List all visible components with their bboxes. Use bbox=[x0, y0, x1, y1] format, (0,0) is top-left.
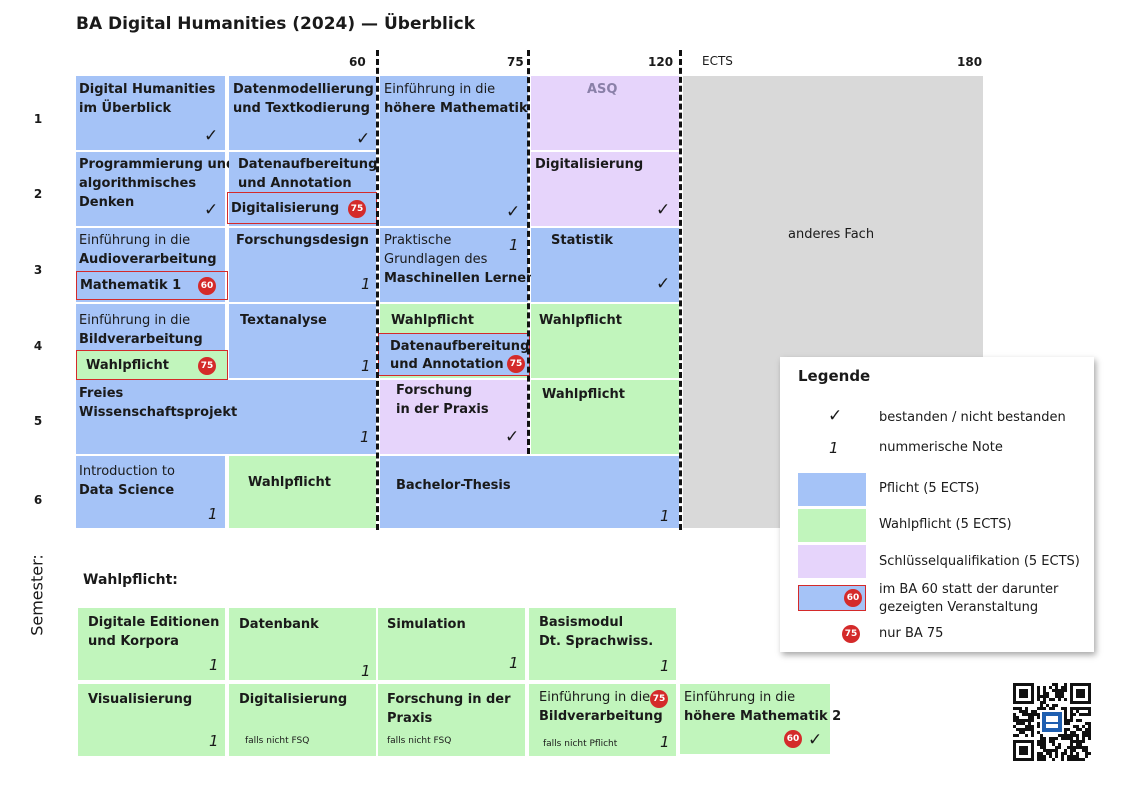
ba75-wahlpflicht[interactable]: Wahlpflicht 75 bbox=[76, 350, 228, 380]
semester-5: 5 bbox=[33, 414, 43, 428]
module-bachelor-thesis[interactable]: Bachelor-Thesis 1 bbox=[380, 456, 679, 528]
module-wahlpflicht-sem6[interactable]: Wahlpflicht bbox=[229, 456, 376, 528]
anderes-fach-label: anderes Fach bbox=[788, 227, 875, 242]
legend-ba60-line2: gezeigten Veranstaltung bbox=[879, 600, 1039, 615]
elective-simulation[interactable]: Simulation 1 bbox=[378, 608, 525, 680]
badge-75-icon: 75 bbox=[198, 357, 216, 375]
module-forschung-praxis[interactable]: Forschung in der Praxis ✓ bbox=[380, 380, 528, 454]
semester-1: 1 bbox=[33, 112, 43, 126]
legend-swatch-ba60: 60 bbox=[798, 585, 866, 611]
column-60-label: 60 bbox=[349, 55, 366, 69]
check-mark: ✓ bbox=[204, 126, 219, 146]
ba75-divider bbox=[527, 50, 530, 454]
legend-grade-text: nummerische Note bbox=[879, 440, 1003, 455]
semester-2: 2 bbox=[33, 187, 43, 201]
legend-swatch-pflicht bbox=[798, 473, 866, 506]
semester-6: 6 bbox=[33, 493, 43, 507]
badge-75-icon: 75 bbox=[507, 355, 525, 373]
wahlpflicht-heading: Wahlpflicht: bbox=[83, 572, 178, 588]
elective-datenbank[interactable]: Datenbank 1 bbox=[229, 608, 376, 680]
legend-swatch-wahlpflicht bbox=[798, 509, 866, 542]
module-freies-projekt[interactable]: Freies Wissenschaftsprojekt 1 bbox=[76, 380, 376, 454]
check-mark: ✓ bbox=[505, 427, 520, 447]
module-digitalisierung-asq[interactable]: Digitalisierung ✓ bbox=[531, 152, 679, 226]
elective-visualisierung[interactable]: Visualisierung 1 bbox=[78, 684, 225, 756]
legend-ba60-line1: im BA 60 statt der darunter bbox=[879, 582, 1059, 597]
module-dh-ueberblick[interactable]: Digital Humanities im Überblick ✓ bbox=[76, 76, 225, 150]
check-mark: ✓ bbox=[656, 274, 671, 294]
module-forschungsdesign[interactable]: Forschungsdesign 1 bbox=[229, 228, 376, 302]
legend-title: Legende bbox=[798, 367, 871, 385]
grade-mark: 1 bbox=[660, 733, 670, 751]
ba60-replacement-digitalisierung[interactable]: Digitalisierung 75 bbox=[227, 192, 377, 224]
module-wahlpflicht-120-sem5[interactable]: Wahlpflicht bbox=[531, 380, 679, 454]
grade-mark: 1 bbox=[209, 656, 219, 674]
badge-60-icon: 60 bbox=[198, 277, 216, 295]
module-datenmodellierung[interactable]: Datenmodellierung und Textkodierung ✓ bbox=[229, 76, 376, 150]
legend-ba75-text: nur BA 75 bbox=[879, 626, 944, 641]
legend-schluessel-text: Schlüsselqualifikation (5 ECTS) bbox=[879, 554, 1080, 569]
module-programmierung[interactable]: Programmierung und algorithmisches Denke… bbox=[76, 152, 235, 226]
legend: Legende ✓ bestanden / nicht bestanden 1 … bbox=[780, 357, 1094, 652]
ba60-replacement-datenaufbereitung[interactable]: Datenaufbereitung und Annotation 75 bbox=[378, 333, 530, 376]
ba60-divider bbox=[376, 50, 379, 530]
column-120-label: 120 bbox=[648, 55, 674, 69]
ects-label: ECTS bbox=[702, 54, 733, 68]
grade-mark: 1 bbox=[509, 654, 519, 672]
page-title: BA Digital Humanities (2024) — Überblick bbox=[76, 14, 476, 34]
elective-mathe2[interactable]: Einführung in die höhere Mathematik 2 60… bbox=[680, 684, 841, 754]
grade-mark: 1 bbox=[208, 505, 218, 523]
badge-75-icon: 75 bbox=[842, 625, 860, 643]
column-75-label: 75 bbox=[507, 55, 524, 69]
legend-pflicht-text: Pflicht (5 ECTS) bbox=[879, 481, 980, 496]
semester-4: 4 bbox=[33, 339, 43, 353]
semester-3: 3 bbox=[33, 263, 43, 277]
module-ml[interactable]: Praktische Grundlagen des Maschinellen L… bbox=[380, 228, 535, 302]
grade-mark: 1 bbox=[209, 732, 219, 750]
grade-mark: 1 bbox=[361, 662, 371, 680]
elective-forschung[interactable]: Forschung in der Praxis falls nicht FSQ bbox=[378, 684, 525, 756]
elective-editionen[interactable]: Digitale Editionen und Korpora 1 bbox=[78, 608, 225, 680]
badge-75-icon: 75 bbox=[348, 200, 366, 218]
elective-digitalisierung[interactable]: Digitalisierung falls nicht FSQ bbox=[229, 684, 376, 756]
grade-mark: 1 bbox=[361, 357, 371, 375]
grade-mark: 1 bbox=[361, 275, 371, 293]
column-180-label: 180 bbox=[957, 55, 983, 69]
elective-basismodul[interactable]: Basismodul Dt. Sprachwiss. 1 bbox=[529, 608, 676, 680]
ba120-divider bbox=[679, 50, 682, 530]
check-mark: ✓ bbox=[506, 202, 521, 222]
grade-mark: 1 bbox=[360, 428, 370, 446]
badge-60-icon: 60 bbox=[844, 589, 862, 607]
module-asq[interactable]: ASQ bbox=[531, 76, 679, 150]
module-einf-mathe[interactable]: Einführung in die höhere Mathematik ✓ bbox=[380, 76, 528, 226]
check-mark: ✓ bbox=[656, 200, 671, 220]
module-textanalyse[interactable]: Textanalyse 1 bbox=[229, 304, 376, 378]
qr-code-icon bbox=[1013, 683, 1091, 761]
grade-mark: 1 bbox=[660, 657, 670, 675]
legend-wahlpflicht-text: Wahlpflicht (5 ECTS) bbox=[879, 517, 1012, 532]
check-mark: ✓ bbox=[204, 200, 219, 220]
module-intro-ds[interactable]: Introduction to Data Science 1 bbox=[76, 456, 225, 528]
module-statistik[interactable]: Statistik ✓ bbox=[531, 228, 679, 302]
badge-75-icon: 75 bbox=[650, 690, 668, 708]
semester-axis-label: Semester: bbox=[27, 554, 47, 636]
legend-grade-icon: 1 bbox=[829, 439, 839, 457]
legend-check-icon: ✓ bbox=[828, 406, 843, 426]
module-wahlpflicht-120-sem4[interactable]: Wahlpflicht bbox=[531, 304, 679, 378]
grade-mark: 1 bbox=[509, 236, 519, 254]
elective-bild[interactable]: Einführung in die Bildverarbeitung 75 fa… bbox=[529, 684, 676, 756]
check-mark: ✓ bbox=[808, 730, 823, 750]
ba60-replacement-mathematik1[interactable]: Mathematik 1 60 bbox=[76, 271, 228, 300]
module-datenaufbereitung[interactable]: Datenaufbereitung und Annotation bbox=[229, 152, 377, 226]
legend-check-text: bestanden / nicht bestanden bbox=[879, 410, 1066, 425]
badge-60-icon: 60 bbox=[784, 730, 802, 748]
grade-mark: 1 bbox=[660, 507, 670, 525]
legend-swatch-schluessel bbox=[798, 545, 866, 578]
check-mark: ✓ bbox=[356, 129, 371, 149]
